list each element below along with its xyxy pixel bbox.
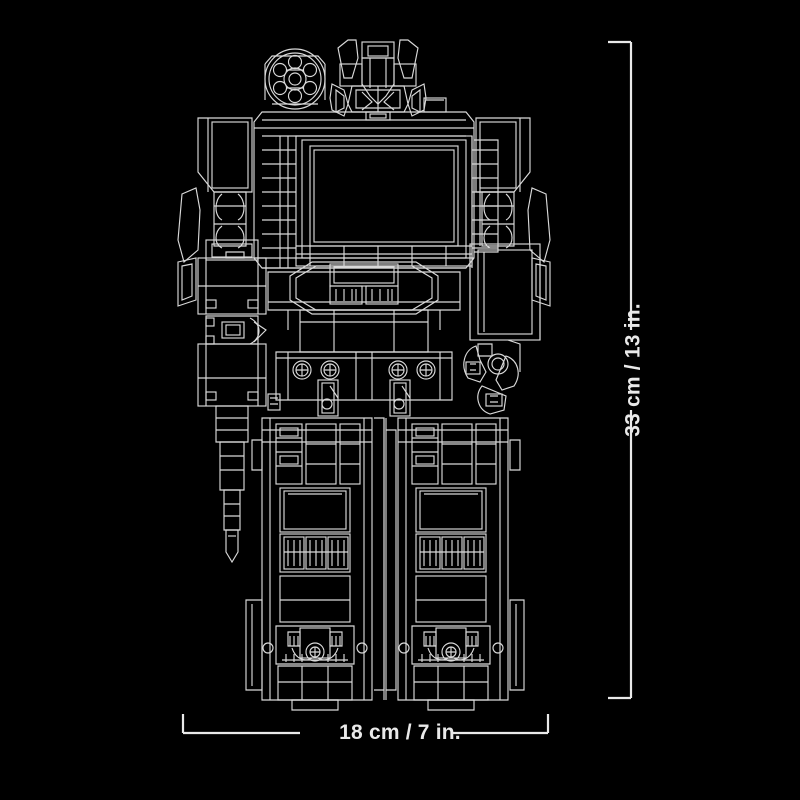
tape-reel-icon <box>264 48 326 110</box>
abdomen-group <box>267 261 461 330</box>
left-leg-group <box>245 417 397 711</box>
right-arm-group <box>463 117 551 415</box>
torso-group <box>253 111 499 269</box>
height-dimension-label: 33 cm / 13 in. <box>621 303 645 437</box>
left-arm-group <box>177 117 281 564</box>
hip-pin <box>292 360 312 380</box>
height-dimension-line <box>608 40 633 700</box>
width-dimension-label: 18 cm / 7 in. <box>339 721 461 744</box>
hips-group <box>275 309 453 417</box>
hip-pin <box>320 360 340 380</box>
hip-pin <box>388 360 408 380</box>
hip-pin <box>416 360 436 380</box>
robot-outline-group <box>177 39 551 711</box>
dimension-lines-group <box>181 40 633 735</box>
right-leg-group <box>397 417 525 711</box>
width-dimension-line <box>181 714 550 735</box>
